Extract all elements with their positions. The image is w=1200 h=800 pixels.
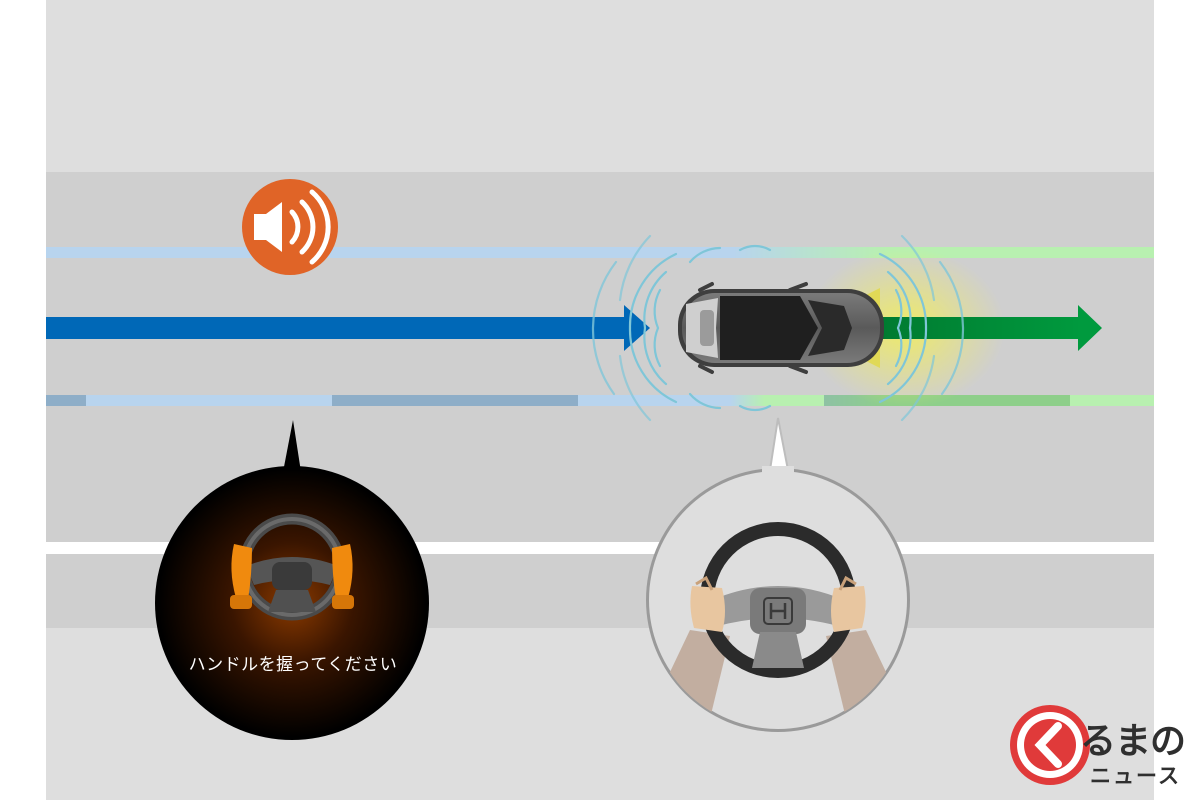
logo-sub-text: ニュース [1090,764,1181,788]
speaker-icon [242,179,338,275]
steering-wheel-icon [230,513,354,621]
green-path-arrow [878,305,1102,351]
warning-message: ハンドルを握ってください [188,655,398,675]
honda-emblem-icon [763,597,793,625]
logo-main-text: るまの [1080,721,1186,762]
upper-shoulder [46,0,1154,172]
car-icon [678,282,884,374]
kurumano-logo-icon [1010,705,1090,785]
lane-line-bottom [46,395,1154,406]
driver-view-callout [646,417,910,732]
sensor-waves [591,234,965,422]
warning-display-callout [155,420,429,740]
lane-line-top [46,247,1154,258]
